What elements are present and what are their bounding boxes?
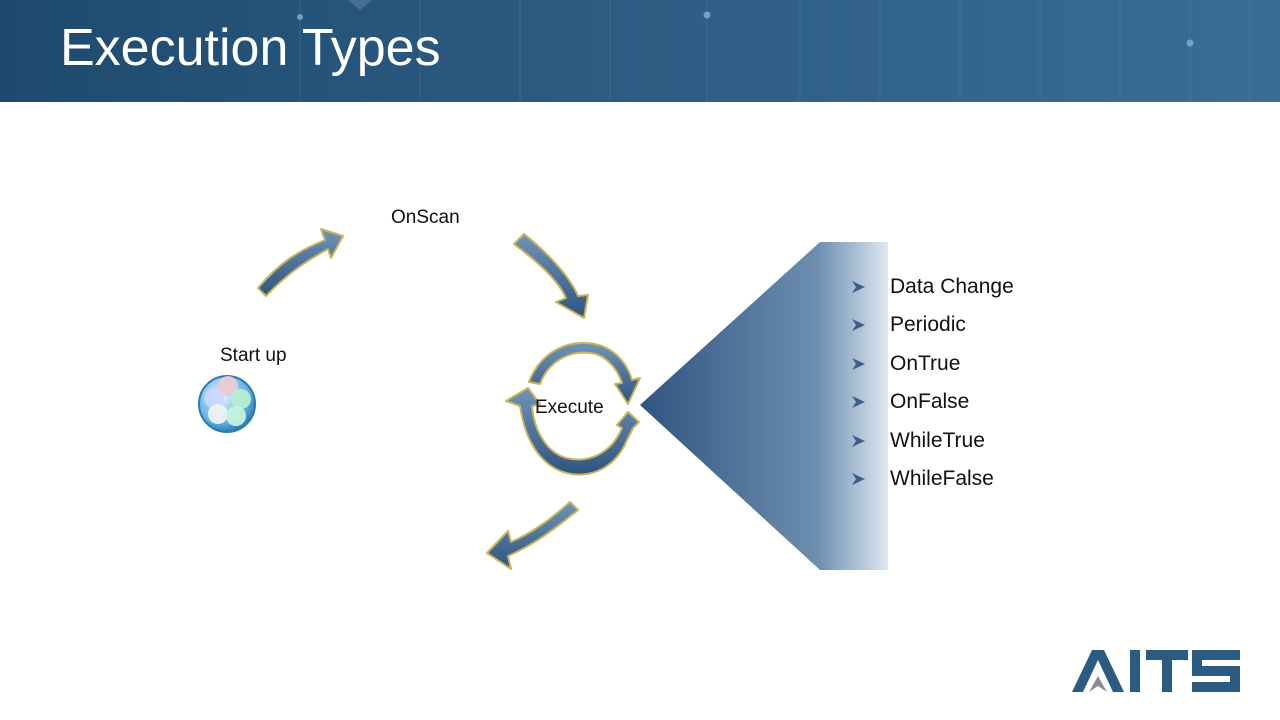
startup-balls-icon — [198, 375, 256, 433]
execution-type-label: OnFalse — [890, 390, 970, 414]
header-decoration — [297, 0, 1251, 102]
execution-type-label: WhileFalse — [890, 466, 994, 490]
startup-label: Start up — [220, 345, 287, 366]
fan-out-wedge — [640, 242, 888, 570]
slide-title: Execution Types — [60, 19, 441, 77]
execution-type-label: WhileTrue — [890, 428, 985, 452]
execution-type-label: Data Change — [890, 275, 1014, 298]
onscan-label: OnScan — [391, 207, 460, 228]
arrowhead-bullet-icon — [852, 281, 865, 293]
execute-label: Execute — [535, 397, 604, 418]
startup-to-onscan-arrow — [257, 228, 344, 297]
arrowhead-bullet-icon — [852, 357, 865, 370]
execute-cycle-arrows — [505, 342, 641, 476]
arrowhead-bullet-icon — [852, 319, 865, 332]
execute-outgoing-arrow — [486, 501, 579, 570]
arrowhead-bullet-icon — [852, 434, 865, 447]
execution-type-label: Periodic — [890, 313, 966, 337]
arrowhead-bullet-icon — [852, 396, 865, 409]
aits-logo — [1072, 650, 1240, 692]
header-banner: Execution Types — [0, 0, 1280, 102]
execution-type-label: OnTrue — [890, 351, 961, 375]
onscan-to-execute-arrow — [513, 233, 589, 319]
arrowhead-bullet-icon — [852, 472, 865, 485]
